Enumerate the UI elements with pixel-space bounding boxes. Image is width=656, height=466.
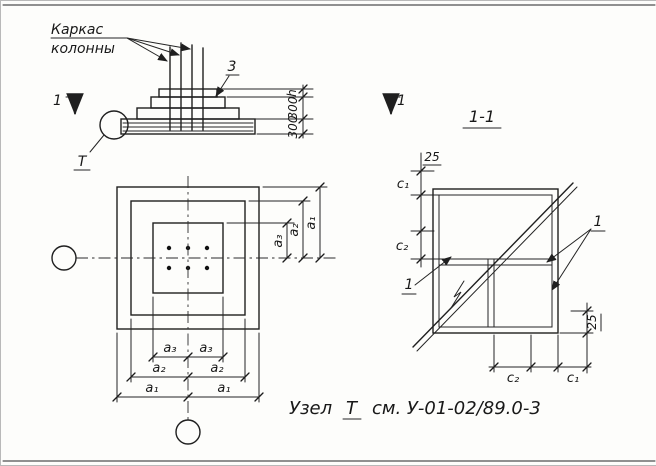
dim-300-upper-label: 300 <box>286 96 300 119</box>
centerlines <box>76 176 338 420</box>
footnote-detail-ref: Т <box>346 398 359 419</box>
dim-300-lower-label: 300 <box>286 115 300 138</box>
dim-25-top-label: 25 <box>424 150 439 164</box>
section-mark-left-label: 1 <box>53 93 62 109</box>
leader-right-label: 1 <box>594 214 603 230</box>
frame-note: Каркас колонны <box>50 22 191 62</box>
section-title: 1-1 <box>462 107 502 129</box>
dim-a1-right-label: а₁ <box>304 216 319 229</box>
dim-h-label: h <box>285 89 299 97</box>
dim-a3-right-label: а₃ <box>271 234 286 247</box>
section-title-label: 1-1 <box>469 107 495 126</box>
section-right-dimension: 25 <box>559 302 602 374</box>
dim-c1-bottom-label: с₁ <box>567 371 579 386</box>
dim-25-right-label: 25 <box>585 314 599 329</box>
dim-a3-bottom-left-label: а₃ <box>163 341 176 356</box>
footnote-part1: Узел <box>289 398 332 419</box>
section-leader-left: 1 <box>401 256 452 295</box>
rebar-dots <box>166 245 210 271</box>
axis-marker-left <box>51 245 77 271</box>
foundation-steps <box>120 88 256 135</box>
leader-left-label: 1 <box>405 277 414 293</box>
break-line-diagonal <box>412 182 578 352</box>
plan-bottom-dimensions: а₃ а₃ а₂ а₂ а₁ а₁ <box>112 296 264 403</box>
frame-note-line1: Каркас <box>51 22 103 38</box>
section-view: 1-1 25 с₁ <box>396 107 606 386</box>
section-mesh-outline <box>432 188 559 334</box>
sheet-frame <box>2 4 656 462</box>
detail-mark-label: Т <box>78 154 88 170</box>
dim-a1-bottom-left-label: а₁ <box>145 381 158 396</box>
section-bottom-dimensions: с₂ с₁ <box>488 334 592 386</box>
footnote-part3: см. У-01-02/89.0-3 <box>372 398 541 419</box>
elevation-dimensions: h 300 300 <box>218 84 314 139</box>
detail-circle-T: Т <box>73 110 129 171</box>
dim-c2-bottom-label: с₂ <box>507 371 519 386</box>
dim-a2-right-label: а₂ <box>287 223 302 236</box>
frame-note-line2: колонны <box>51 41 115 57</box>
axis-marker-bottom <box>175 419 201 445</box>
section-mark-left: 1 <box>53 93 84 116</box>
column-rebars <box>169 42 204 131</box>
plan-right-dimensions: а₃ а₂ а₁ <box>226 182 328 263</box>
dim-c1-left-label: с₁ <box>397 177 409 192</box>
dim-c2-left-label: с₂ <box>396 239 408 254</box>
section-leader-right: 1 <box>546 214 606 291</box>
plan-view: а₃ а₂ а₁ а₃ а₃ а₂ а₂ <box>51 176 338 445</box>
step-leader-label: 3 <box>228 59 237 75</box>
section-mark-right: 1 <box>382 93 406 116</box>
dim-a1-bottom-right-label: а₁ <box>217 381 230 396</box>
footnote: Узел Т см. У-01-02/89.0-3 <box>289 398 541 420</box>
dim-a3-bottom-right-label: а₃ <box>199 341 212 356</box>
dim-a2-bottom-right-label: а₂ <box>210 361 223 376</box>
dim-a2-bottom-left-label: а₂ <box>152 361 165 376</box>
elevation-view: Каркас колонны 3 <box>50 22 406 171</box>
section-left-dimensions: 25 с₁ с₂ <box>396 150 442 268</box>
step-leader: 3 <box>215 59 240 97</box>
section-mark-right-label: 1 <box>397 93 406 109</box>
